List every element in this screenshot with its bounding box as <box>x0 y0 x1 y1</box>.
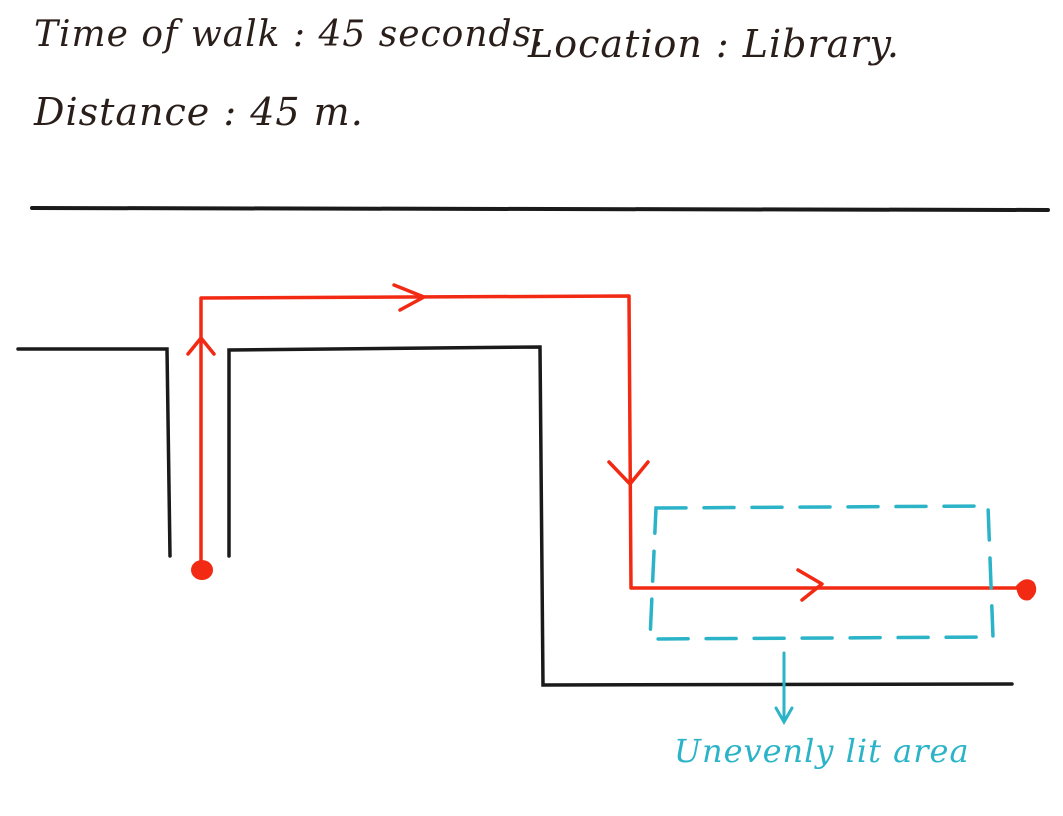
wall-corridor-right <box>227 345 1014 687</box>
walking-route <box>186 283 1022 602</box>
start-point <box>191 560 213 580</box>
area-box <box>648 504 995 641</box>
end-point <box>1016 579 1037 601</box>
area-pointer-arrowhead <box>774 706 794 726</box>
walls <box>16 345 1014 687</box>
wall-left-top <box>16 347 172 558</box>
header-divider <box>30 206 1050 212</box>
location-label: Location : Library. <box>528 22 900 66</box>
time-of-walk-label: Time of walk : 45 seconds. <box>34 14 545 55</box>
arrow-up <box>186 336 216 356</box>
arrow-down <box>607 460 650 486</box>
distance-label: Distance : 45 m. <box>34 90 364 134</box>
route-line <box>199 294 1022 590</box>
unevenly-lit-area-label: Unevenly lit area <box>674 732 970 770</box>
unevenly-lit-area <box>648 504 995 641</box>
arrow-right-top <box>392 283 426 312</box>
arrow-right-bottom <box>796 568 824 602</box>
